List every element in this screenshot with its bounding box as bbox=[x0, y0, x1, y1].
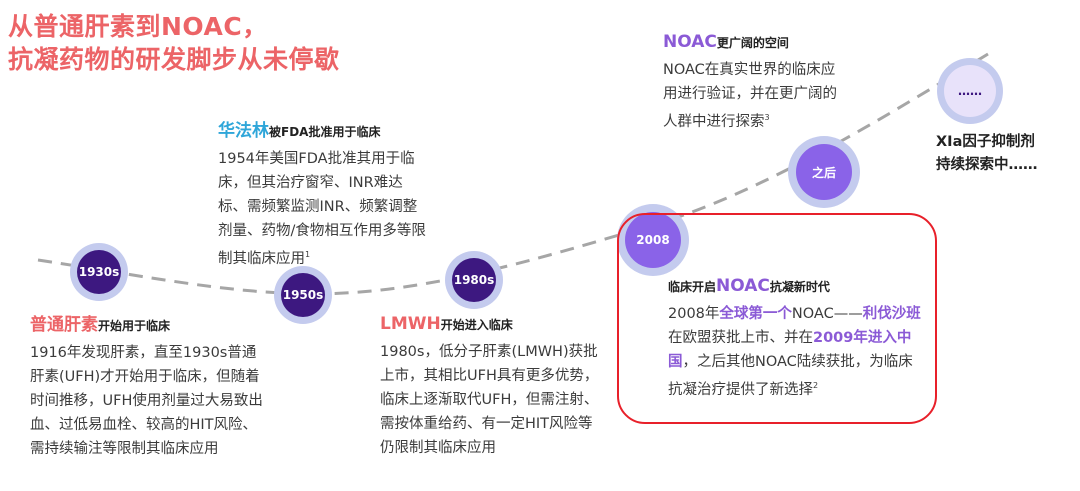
warfarin-body-text: 1954年美国FDA批准其用于临床，但其治疗窗窄、INR难达标、需频繁监测INR… bbox=[218, 151, 426, 267]
lmwh-block: LMWH开始进入临床 1980s，低分子肝素(LMWH)获批上市，其相比UFH具… bbox=[380, 314, 605, 460]
node-1930s-label: 1930s bbox=[77, 250, 121, 294]
node-1930s: 1930s bbox=[70, 243, 128, 301]
node-future-label: …… bbox=[944, 65, 996, 117]
noac-2008-body: 2008年全球第一个NOAC——利伐沙班在欧盟获批上市、并在2009年进入中国，… bbox=[668, 302, 926, 402]
ufh-heading: 普通肝素开始用于临床 bbox=[30, 310, 270, 335]
xia-line-2: 持续探索中…… bbox=[936, 157, 1038, 173]
warfarin-block: 华法林被FDA批准用于临床 1954年美国FDA批准其用于临床，但其治疗窗窄、I… bbox=[218, 116, 428, 271]
noac-2008-hl-c: 2009年进入中国 bbox=[668, 330, 912, 370]
noac-after-ref: 3 bbox=[764, 113, 770, 122]
warfarin-ref: 1 bbox=[305, 250, 311, 259]
noac-2008-text-d: ，之后其他NOAC陆续获批，为临床抗凝治疗提供了新选择 bbox=[668, 354, 913, 398]
noac-2008-hl-a: 全球第一个 bbox=[719, 306, 792, 322]
noac-2008-ref: 2 bbox=[813, 381, 819, 390]
node-1980s-label: 1980s bbox=[452, 258, 496, 302]
page-title: 从普通肝素到NOAC， 抗凝药物的研发脚步从未停歇 bbox=[8, 10, 340, 76]
node-1950s-label: 1950s bbox=[281, 273, 325, 317]
noac-2008-hl-b: 利伐沙班 bbox=[862, 306, 921, 322]
warfarin-body: 1954年美国FDA批准其用于临床，但其治疗窗窄、INR难达标、需频繁监测INR… bbox=[218, 147, 428, 271]
noac-2008-text-c: 在欧盟获批上市、并在 bbox=[668, 330, 813, 346]
noac-2008-heading: 临床开启NOAC抗凝新时代 bbox=[668, 276, 926, 296]
warfarin-suffix: 被FDA批准用于临床 bbox=[269, 125, 381, 139]
ufh-block: 普通肝素开始用于临床 1916年发现肝素，直至1930s普通肝素(UFH)才开始… bbox=[30, 310, 270, 461]
noac-after-block: NOAC更广阔的空间 NOAC在真实世界的临床应用进行验证，并在更广阔的人群中进… bbox=[663, 32, 843, 134]
xia-line-1: XIa因子抑制剂 bbox=[936, 134, 1035, 150]
xia-label: XIa因子抑制剂 持续探索中…… bbox=[936, 131, 1038, 177]
warfarin-name: 华法林 bbox=[218, 121, 269, 141]
noac-2008-suffix: 抗凝新时代 bbox=[769, 280, 830, 294]
node-future: …… bbox=[937, 58, 1003, 124]
ufh-body: 1916年发现肝素，直至1930s普通肝素(UFH)才开始用于临床，但随着时间推… bbox=[30, 345, 263, 457]
noac-2008-text-a: 2008年 bbox=[668, 306, 720, 322]
lmwh-body: 1980s，低分子肝素(LMWH)获批上市，其相比UFH具有更多优势，临床上逐渐… bbox=[380, 344, 599, 456]
noac-2008-block: 临床开启NOAC抗凝新时代 2008年全球第一个NOAC——利伐沙班在欧盟获批上… bbox=[668, 276, 926, 402]
highlight-box-2008 bbox=[617, 213, 937, 424]
noac-after-name: NOAC bbox=[663, 32, 717, 52]
title-line-2: 抗凝药物的研发脚步从未停歇 bbox=[8, 45, 340, 74]
node-after-label: 之后 bbox=[796, 144, 852, 200]
ufh-name: 普通肝素 bbox=[30, 315, 98, 335]
noac-2008-prefix: 临床开启 bbox=[668, 280, 717, 294]
noac-2008-name: NOAC bbox=[716, 276, 770, 296]
lmwh-name: LMWH bbox=[380, 314, 441, 334]
lmwh-heading: LMWH开始进入临床 bbox=[380, 314, 605, 334]
title-line-1: 从普通肝素到NOAC， bbox=[8, 12, 268, 41]
noac-after-heading: NOAC更广阔的空间 bbox=[663, 32, 843, 52]
noac-after-body-text: NOAC在真实世界的临床应用进行验证，并在更广阔的人群中进行探索 bbox=[663, 62, 837, 130]
noac-2008-text-b: NOAC—— bbox=[791, 306, 863, 322]
ufh-suffix: 开始用于临床 bbox=[98, 319, 171, 333]
node-1950s: 1950s bbox=[274, 266, 332, 324]
node-after: 之后 bbox=[788, 136, 860, 208]
node-1980s: 1980s bbox=[445, 251, 503, 309]
warfarin-heading: 华法林被FDA批准用于临床 bbox=[218, 116, 428, 141]
noac-after-suffix: 更广阔的空间 bbox=[716, 36, 789, 50]
lmwh-suffix: 开始进入临床 bbox=[440, 318, 513, 332]
noac-after-body: NOAC在真实世界的临床应用进行验证，并在更广阔的人群中进行探索3 bbox=[663, 58, 843, 134]
